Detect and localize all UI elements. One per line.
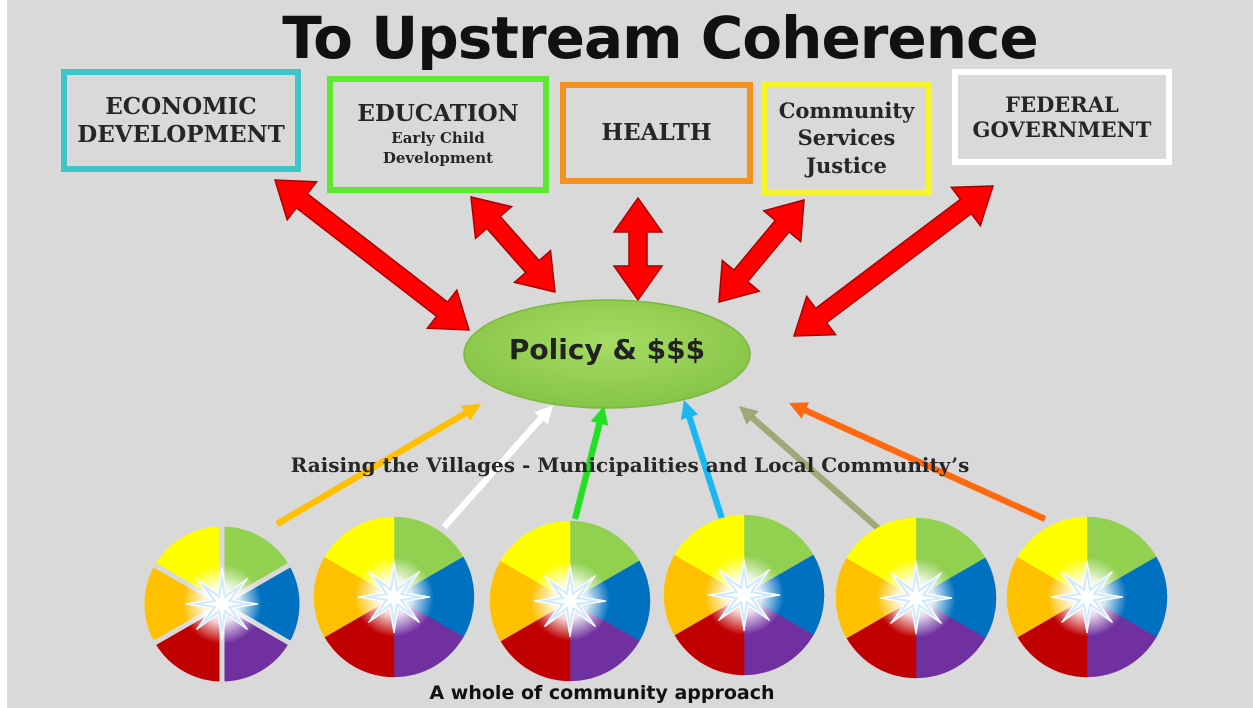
villages-caption: Raising the Villages - Municipalities an… xyxy=(290,453,970,477)
policy-hub-ellipse xyxy=(463,299,751,409)
colored-arrow-icon xyxy=(275,404,481,527)
box-education: EDUCATION Early Child Development xyxy=(327,76,549,193)
box-community-line1: Community xyxy=(778,98,915,124)
box-federal-line2: GOVERNMENT xyxy=(972,117,1152,142)
color-wheel-icon xyxy=(835,517,997,679)
color-wheel-icon xyxy=(139,521,305,687)
star-burst-core xyxy=(1067,577,1107,617)
box-economic-development: ECONOMIC DEVELOPMENT xyxy=(61,69,301,172)
wheel-segment xyxy=(489,560,571,642)
colored-arrow-icon xyxy=(571,406,609,520)
box-education-sub1: Early Child xyxy=(391,129,485,148)
red-double-arrow-icon xyxy=(792,185,995,337)
red-double-arrow-icon xyxy=(470,196,556,293)
wheel-segment xyxy=(569,560,651,642)
wheel-segment xyxy=(393,556,475,638)
box-education-sub2: Development xyxy=(382,149,494,168)
color-wheel-icon xyxy=(489,520,651,682)
wheel-segment xyxy=(915,557,997,639)
box-federal-government: FEDERAL GOVERNMENT xyxy=(952,69,1172,165)
wheel-segment xyxy=(835,557,917,639)
wheel-segment xyxy=(663,554,745,636)
box-community-services-justice: Community Services Justice xyxy=(761,81,932,195)
star-burst-core xyxy=(550,581,590,621)
slide-title: To Upstream Coherence xyxy=(282,4,1038,72)
box-economic-line2: DEVELOPMENT xyxy=(77,120,285,148)
color-wheel-icon xyxy=(663,514,825,676)
color-wheel-icon xyxy=(313,516,475,678)
slide: To Upstream Coherence ECONOMIC DEVELOPME… xyxy=(7,0,1253,708)
color-wheel-icon xyxy=(1006,516,1168,678)
box-health-title: HEALTH xyxy=(601,119,712,147)
colored-arrow-icon xyxy=(739,406,890,539)
wheel-segment xyxy=(313,556,395,638)
box-education-title: EDUCATION xyxy=(357,100,519,128)
star-burst-core xyxy=(724,575,764,615)
star-burst-core xyxy=(374,577,414,617)
red-double-arrow-icon xyxy=(273,179,471,331)
box-health: HEALTH xyxy=(560,82,753,184)
wheel-segment xyxy=(139,560,228,648)
red-double-arrow-icon xyxy=(612,196,664,302)
village-arrows-group xyxy=(275,400,1047,539)
policy-hub-label: Policy & $$$ xyxy=(508,333,706,366)
box-community-line2: Services xyxy=(797,125,896,151)
red-arrows-group xyxy=(273,179,995,337)
colored-arrow-icon xyxy=(789,402,1047,522)
wheel-segment xyxy=(743,554,825,636)
wheel-segment xyxy=(216,560,305,648)
star-burst-core xyxy=(202,584,242,624)
wheel-segment xyxy=(1086,556,1168,638)
colored-arrow-icon xyxy=(441,405,553,530)
star-burst-core xyxy=(896,578,936,618)
wheels-group xyxy=(139,514,1168,687)
box-economic-line1: ECONOMIC xyxy=(105,92,257,120)
diagram-graphics xyxy=(139,179,1168,687)
box-federal-line1: FEDERAL xyxy=(1005,91,1119,117)
wheel-segment xyxy=(1006,556,1088,638)
colored-arrow-icon xyxy=(680,400,725,520)
red-double-arrow-icon xyxy=(718,198,805,304)
footer-caption: A whole of community approach xyxy=(429,682,775,704)
box-community-line3: Justice xyxy=(806,152,887,178)
